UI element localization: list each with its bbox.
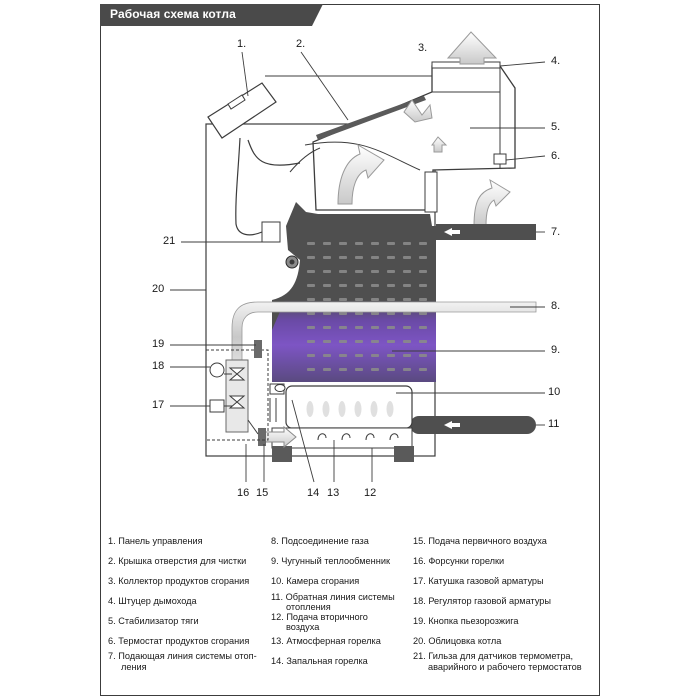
flue-thermostat [493,153,507,165]
heat-exchanger [272,202,436,382]
cleaning-cover [316,96,426,140]
flow-pipe [261,221,536,243]
gas-valve [205,340,269,441]
return-pipe [410,416,536,434]
atmospheric-burner [271,427,414,462]
gas-pipe [231,301,537,373]
title-tab [100,4,323,26]
flow-arrows [337,31,511,227]
pilot-burner [269,383,286,422]
combustion-chamber [285,385,413,429]
leader-lines [170,51,546,483]
injector-arrow [258,425,297,449]
control-panel [207,82,301,236]
page-title: Рабочая схема котла [110,7,236,21]
